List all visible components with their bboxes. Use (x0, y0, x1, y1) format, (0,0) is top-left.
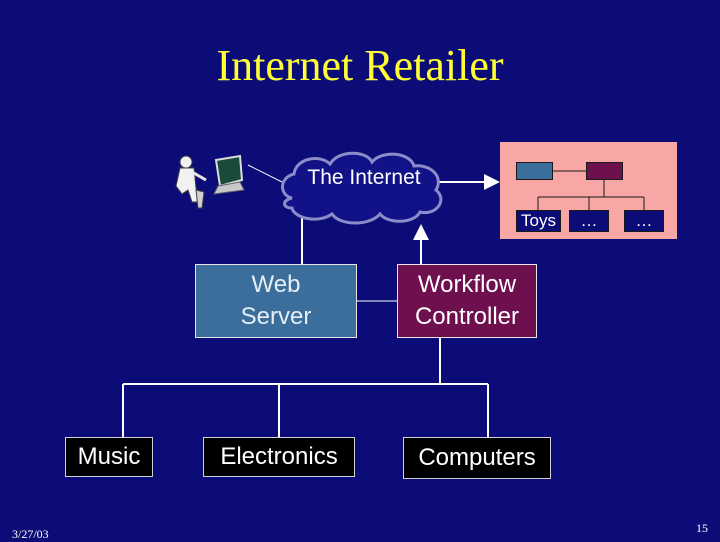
org-chart: Toys … … (500, 142, 677, 239)
internet-cloud-label: The Internet (307, 166, 421, 189)
cloud-icon (281, 151, 443, 225)
slide-title: Internet Retailer (216, 41, 504, 90)
org-chart-lines (537, 170, 645, 210)
org-node-web-server (516, 162, 553, 180)
org-leaf-ellipsis-1: … (569, 210, 609, 232)
department-music: Music (65, 437, 153, 477)
department-computers: Computers (403, 437, 551, 479)
workflow-controller-box: Workflow Controller (397, 264, 537, 338)
org-node-workflow (586, 162, 623, 180)
slide-page-number: 15 (696, 521, 708, 535)
web-server-label: Web Server (240, 270, 312, 330)
workflow-controller-label: Workflow Controller (414, 270, 520, 330)
department-electronics: Electronics (203, 437, 355, 477)
user-computer-icon (175, 154, 245, 209)
slide-date: 3/27/03 (12, 527, 49, 541)
web-server-box: Web Server (195, 264, 357, 338)
org-leaf-toys: Toys (516, 210, 561, 232)
org-leaf-ellipsis-2: … (624, 210, 664, 232)
